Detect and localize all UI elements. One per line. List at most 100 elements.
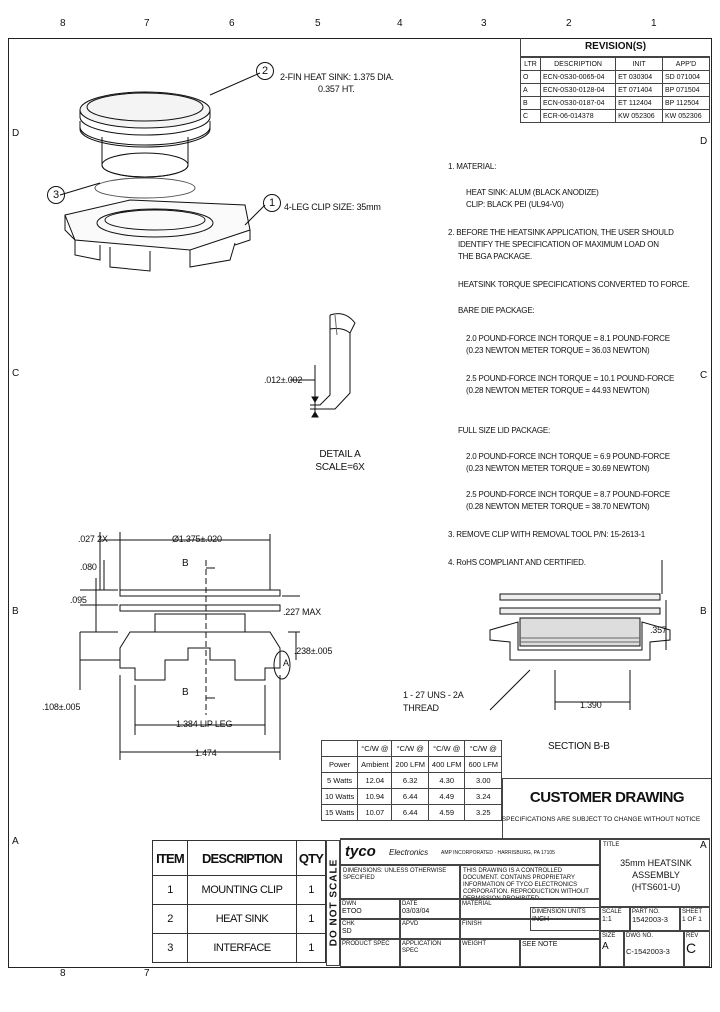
drawing-frame [8, 38, 712, 968]
bom-header-item: ITEM [152, 840, 188, 876]
rev-cell: ET 030304 [615, 70, 664, 84]
perf-cell: 4.49 [427, 788, 466, 805]
detail-a-scale: SCALE=6X [315, 462, 365, 473]
rev-cell: BP 112504 [662, 96, 710, 110]
detail-a-dimension: .012±.002 [264, 375, 303, 385]
tb-material-label: MATERIAL [462, 901, 492, 907]
perf-header: °C/W @ [391, 740, 429, 757]
rev-cell: ECN-0S30-0187-04 [539, 96, 617, 110]
zone-left-c: C [12, 368, 20, 379]
tb-dims-note: DIMENSIONS: UNLESS OTHERWISE SPECIFIED [340, 865, 460, 899]
detail-a-marker: A [283, 658, 289, 668]
tb-dim-units: DIMENSION UNITS INCH [530, 907, 600, 931]
dim-095: .095 [70, 595, 87, 605]
dim-357: .357 [650, 625, 667, 635]
tb-rev-value: C [686, 940, 697, 956]
tb-appd-label: APVD [402, 921, 419, 927]
rev-cell: SD 071004 [662, 70, 710, 84]
bom-cell: 2 [152, 904, 188, 934]
section-mark-bottom: B [182, 687, 189, 698]
rev-header-description: DESCRIPTION [539, 57, 617, 71]
zone-top-7: 7 [144, 18, 150, 29]
zone-top-4: 4 [397, 18, 403, 29]
do-not-scale-text: DO NOT SCALE [328, 858, 340, 947]
tb-dim-units-label: DIMENSION UNITS [532, 909, 586, 915]
note-bare-1b: (0.23 NEWTON METER TORQUE = 36.03 NEWTON… [466, 346, 650, 355]
dim-027: .027 2X [78, 534, 108, 544]
rev-cell: A [520, 83, 541, 97]
perf-cell: 4.59 [427, 804, 466, 821]
tb-see-note: SEE NOTE [520, 939, 600, 967]
tb-dwn-value: ETOO [342, 908, 362, 915]
revision-title: REVISION(S) [520, 38, 710, 57]
thread-label: THREAD [403, 703, 439, 713]
tb-part-no-value: 1542003-3 [632, 915, 668, 924]
section-b-b-label: SECTION B-B [548, 741, 610, 752]
section-mark-top: B [182, 558, 189, 569]
note-lid-2b: (0.28 NEWTON METER TORQUE = 38.70 NEWTON… [466, 502, 650, 511]
zone-top-5: 5 [315, 18, 321, 29]
rev-cell: ET 071404 [615, 83, 664, 97]
detail-a-view [255, 305, 375, 425]
note-lid-1b: (0.23 NEWTON METER TORQUE = 30.69 NEWTON… [466, 464, 650, 473]
note-2a: 2. BEFORE THE HEATSINK APPLICATION, THE … [448, 228, 674, 237]
tb-logo-row: tyco Electronics AMP INCORPORATED · HARR… [340, 839, 600, 865]
dim-diameter: Ø1.375±.020 [172, 534, 222, 544]
tb-dim-units-value: INCH [532, 916, 550, 923]
zone-left-a: A [12, 836, 19, 847]
tb-part-no: PART NO. 1542003-3 [630, 907, 680, 931]
tb-scale-label: SCALE [602, 909, 622, 915]
bom-header-description: DESCRIPTION [187, 840, 297, 876]
customer-drawing-title: CUSTOMER DRAWING [529, 789, 685, 806]
tb-date-value: 03/03/04 [402, 908, 430, 915]
dim-1390: 1.390 [580, 700, 602, 710]
tyco-logo-sub: Electronics [389, 848, 429, 857]
perf-cell: 10 Watts [320, 788, 359, 805]
note-3: 3. REMOVE CLIP WITH REMOVAL TOOL P/N: 15… [448, 530, 646, 539]
note-2b: IDENTIFY THE SPECIFICATION OF MAXIMUM LO… [458, 240, 659, 249]
callout-2-balloon: 2 [256, 62, 274, 80]
customer-drawing-banner: CUSTOMER DRAWING SPECIFICATIONS ARE SUBJ… [502, 778, 711, 839]
tb-sheet-value: 1 OF 1 [682, 916, 702, 923]
rev-cell: C [520, 109, 541, 123]
tb-chk: CHK SD [340, 919, 400, 939]
bom-cell: 1 [296, 933, 326, 963]
tyco-logo: tyco [345, 843, 376, 860]
tb-title-label: TITLE [603, 842, 620, 848]
dim-080: .080 [80, 562, 97, 572]
note-bare-2a: 2.5 POUND-FORCE INCH TORQUE = 10.1 POUND… [466, 374, 675, 383]
table-row: 3 INTERFACE 1 [152, 933, 326, 963]
rev-cell: BP 071504 [662, 83, 710, 97]
callout-3-balloon: 3 [47, 186, 65, 204]
zone-top-3: 3 [481, 18, 487, 29]
rev-cell: KW 052306 [662, 109, 710, 123]
perf-header: 600 LFM [464, 756, 502, 773]
tb-app-spec: APPLICATION SPEC [400, 939, 460, 967]
zone-left-b: B [12, 606, 19, 617]
note-bare-2b: (0.28 NEWTON METER TORQUE = 44.93 NEWTON… [466, 386, 650, 395]
zone-right-b: B [700, 606, 707, 617]
tb-dwg-no-label: DWG NO. [626, 933, 653, 939]
tb-size-value: A [602, 941, 609, 952]
note-4: 4. RoHS COMPLIANT AND CERTIFIED. [448, 558, 586, 567]
note-1b: CLIP: BLACK PEI (UL94-V0) [466, 200, 564, 209]
tb-confidential-text: THIS DRAWING IS A CONTROLLED DOCUMENT. C… [463, 868, 589, 899]
tb-title-line3: (HTS601-U) [631, 882, 681, 892]
isometric-assembly-view [40, 55, 280, 285]
perf-cell: 15 Watts [320, 804, 359, 821]
perf-header: 200 LFM [391, 756, 429, 773]
dim-1474: 1.474 [195, 748, 217, 758]
table-row: 15 Watts 10.07 6.44 4.59 3.25 [320, 804, 502, 821]
tb-rev: REV C [684, 931, 710, 967]
zone-right-a: A [700, 840, 707, 851]
note-lid-1a: 2.0 POUND-FORCE INCH TORQUE = 6.9 POUND-… [466, 452, 670, 461]
note-bare-die: BARE DIE PACKAGE: [458, 306, 535, 315]
tb-date: DATE 03/03/04 [400, 899, 460, 919]
rev-cell: O [520, 70, 541, 84]
tb-weight-label: WEIGHT [462, 941, 486, 947]
tb-dwn-label: DWN [342, 901, 357, 907]
tb-appd: APVD [400, 919, 460, 939]
table-row: 5 Watts 12.04 6.32 4.30 3.00 [320, 772, 502, 789]
tb-scale: SCALE 1:1 [600, 907, 630, 931]
bom-cell: MOUNTING CLIP [187, 875, 297, 905]
